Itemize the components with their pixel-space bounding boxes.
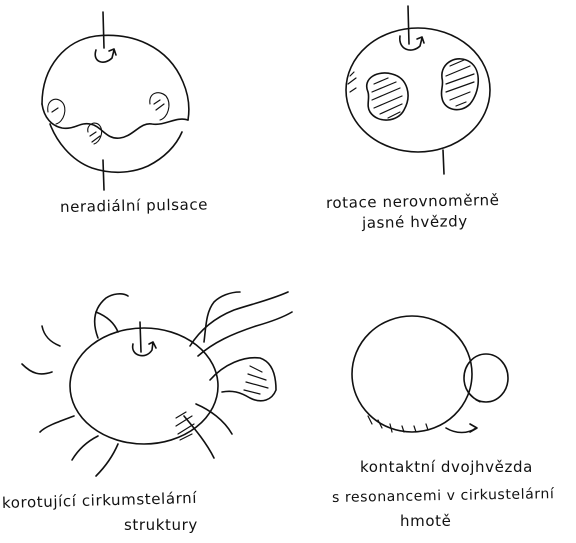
caption-rotation-line2: jasné hvězdy: [362, 212, 468, 232]
primary-star-outline: [352, 316, 472, 432]
circumstellar-streamer: [40, 416, 74, 432]
caption-rotation-line1: rotace nerovnoměrně: [326, 191, 500, 212]
pulsation-wave-lower: [50, 124, 182, 172]
star-outline: [42, 35, 189, 120]
spot-hatching: [446, 60, 474, 106]
rotation-uneven-star-drawing: [346, 6, 490, 174]
circumstellar-streamer: [210, 358, 276, 401]
caption-circumstellar-line2: struktury: [124, 516, 198, 534]
circumstellar-streamer: [96, 444, 118, 476]
streamer-shading: [244, 366, 268, 394]
circumstellar-streamer: [198, 312, 292, 356]
rotation-arrow-icon: [95, 49, 116, 62]
nonradial-pulsation-drawing: [42, 12, 189, 190]
circumstellar-streamer: [22, 364, 52, 374]
surface-bump: [150, 93, 169, 120]
circumstellar-streamer: [42, 326, 60, 346]
rotation-arrow-icon: [400, 36, 424, 50]
rotation-arrow-icon: [133, 342, 156, 356]
circumstellar-streamer: [96, 312, 118, 332]
caption-nonradial-pulsation: neradiální pulsace: [60, 195, 208, 216]
surface-bump: [48, 99, 65, 124]
circumstellar-streamer: [72, 436, 98, 460]
contact-binary-drawing: [352, 316, 508, 433]
rotation-axis: [140, 322, 141, 352]
limb-marks: [368, 416, 428, 432]
spot-hatching: [348, 72, 356, 92]
star-outline: [70, 328, 218, 444]
pulsation-wave: [42, 104, 188, 138]
caption-binary-line3: hmotě: [400, 512, 451, 530]
rotation-axis: [103, 12, 104, 190]
circumstellar-streamer: [95, 294, 128, 338]
spot-hatching: [372, 78, 402, 118]
caption-binary-line1: kontaktní dvojhvězda: [360, 458, 533, 476]
rotating-circumstellar-drawing: [22, 292, 292, 476]
circumstellar-streamer: [184, 416, 214, 458]
circumstellar-streamer: [196, 404, 232, 434]
orbit-arrow-icon: [446, 424, 477, 433]
